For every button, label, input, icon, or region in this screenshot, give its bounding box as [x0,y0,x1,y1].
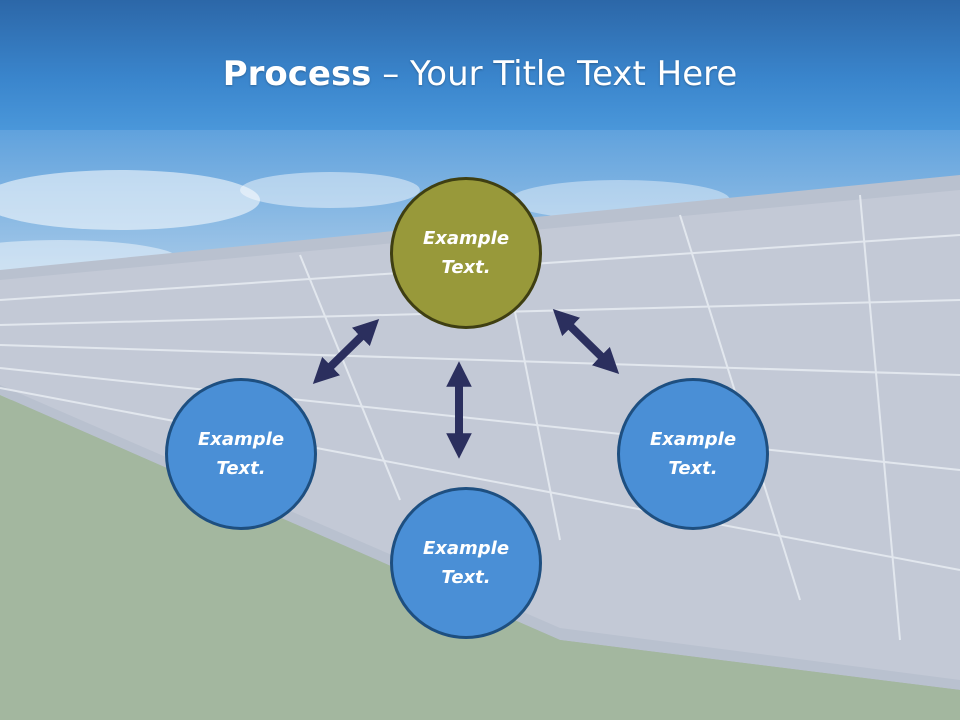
title-bar: Process – Your Title Text Here [0,0,960,130]
process-node-right: Example Text. [617,378,769,530]
node-left-text: Example Text. [197,429,285,479]
title-rest-text: – Your Title Text Here [371,54,738,94]
title-bold-text: Process [222,54,372,94]
node-right-text: Example Text. [649,429,737,479]
node-top-text: Example Text. [422,228,510,278]
process-node-top: Example Text. [390,177,542,329]
process-node-left: Example Text. [165,378,317,530]
process-node-bottom: Example Text. [390,487,542,639]
slide-title: Process – Your Title Text Here [0,52,960,96]
node-bottom-text: Example Text. [422,538,510,588]
